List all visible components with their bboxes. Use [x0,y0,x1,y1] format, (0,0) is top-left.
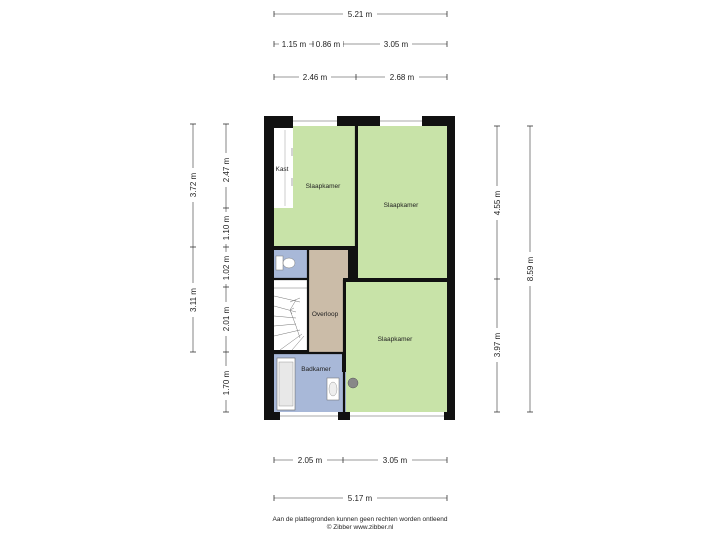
disclaimer: Aan de plattegronden kunnen geen rechten… [272,516,448,523]
dim-left-inner-1: 2.47 m [222,157,231,182]
interior-walls [274,126,447,412]
windows [280,116,444,420]
dim-left-inner-4: 2.01 m [222,306,231,331]
label-slaapkamer-2: Slaapkamer [384,202,420,209]
label-slaapkamer-3: Slaapkamer [378,336,414,343]
dim-right-outer: 8.59 m [526,256,535,281]
bottom-dimensions: 2.05 m 3.05 m 5.17 m [273,454,448,503]
left-dimensions: 3.72 m 3.11 m 2.47 m 1.10 m 1.02 m 2.01 … [187,123,232,413]
dim-left-outer-bottom: 3.11 m [189,288,198,312]
right-dimensions: 4.55 m 3.97 m 8.59 m [491,125,536,413]
top-dimensions: 5.21 m 1.15 m 0.86 m 3.05 m 2.46 m 2.68 … [273,8,448,82]
sink-fixture [326,377,359,401]
label-kast: Kast [275,166,288,173]
kast-details [284,130,293,206]
dim-bottom-a: 2.05 m [298,456,323,465]
dim-top-seg-b: 0.86 m [316,40,341,49]
dim-left-inner-5: 1.70 m [222,370,231,395]
dim-left-outer-top: 3.72 m [189,172,198,197]
label-badkamer: Badkamer [301,366,331,373]
toilet-fixture [275,255,296,271]
room-kast [274,128,293,208]
bathtub-fixture [276,357,296,411]
label-overloop: Overloop [312,311,339,318]
room-overloop [308,250,343,352]
dim-bottom-b: 3.05 m [383,456,408,465]
dim-top-row3-b: 2.68 m [390,73,415,82]
dim-top-row3-a: 2.46 m [303,73,328,82]
dim-top-seg-c: 3.05 m [384,40,409,49]
room-slaapkamer-1b [274,208,355,246]
room-slaapkamer-3 [346,282,447,412]
dim-right-inner-bottom: 3.97 m [493,332,502,357]
building: Kast Slaapkamer Slaapkamer Overloop Slaa… [264,116,455,420]
room-stairs [274,280,308,350]
room-overloop-ext [343,250,348,278]
room-slaapkamer-2 [358,126,447,278]
dim-top-total: 5.21 m [348,10,373,19]
stairs [273,287,308,351]
dim-left-inner-2: 1.10 m [222,215,231,240]
dim-left-inner-3: 1.02 m [222,255,231,280]
dim-top-seg-a: 1.15 m [282,40,307,49]
dim-bottom-total: 5.17 m [348,494,373,503]
dim-right-inner-top: 4.55 m [493,190,502,215]
label-slaapkamer-1: Slaapkamer [306,183,342,190]
copyright: © Zibber www.zibber.nl [326,524,394,531]
